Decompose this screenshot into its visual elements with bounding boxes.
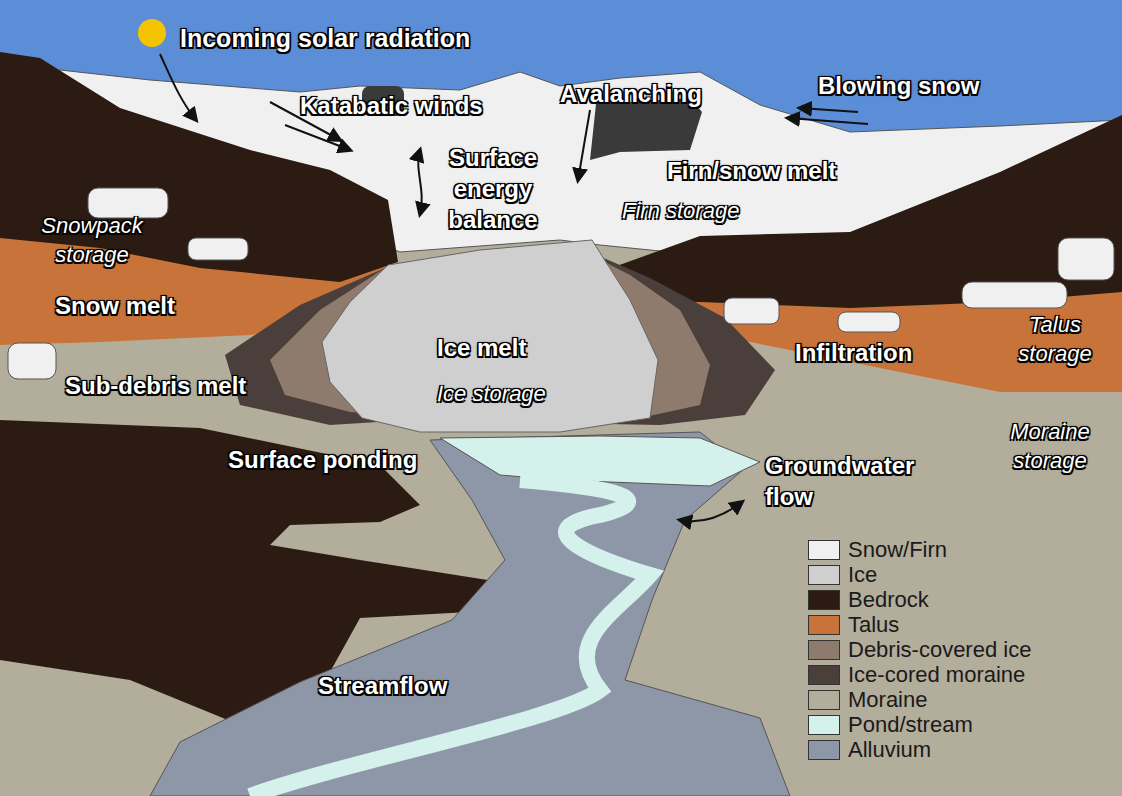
process-label: Snow melt [55, 290, 175, 321]
legend-text: Ice-cored moraine [848, 662, 1025, 688]
legend-swatch [808, 590, 840, 610]
legend-text: Alluvium [848, 737, 931, 763]
process-label: Firn storage [622, 197, 739, 226]
legend-swatch [808, 740, 840, 760]
process-label: Surface ponding [228, 444, 417, 475]
process-label: Katabatic winds [300, 90, 483, 121]
legend-row: Pond/stream [808, 712, 973, 738]
process-label: Talus storage [995, 311, 1115, 368]
process-label: Groundwater flow [765, 450, 915, 512]
legend-row: Moraine [808, 687, 927, 713]
legend-swatch [808, 540, 840, 560]
legend-text: Moraine [848, 687, 927, 713]
legend-swatch [808, 565, 840, 585]
legend-text: Snow/Firn [848, 537, 947, 563]
legend-row: Talus [808, 612, 899, 638]
legend-row: Ice [808, 562, 877, 588]
legend-swatch [808, 715, 840, 735]
process-label: Snowpack storage [12, 212, 172, 269]
process-label: Moraine storage [985, 418, 1115, 475]
legend-swatch [808, 665, 840, 685]
process-label: Ice storage [437, 380, 546, 409]
process-label: Ice melt [437, 332, 526, 363]
legend-swatch [808, 640, 840, 660]
process-label: Incoming solar radiation [180, 22, 470, 55]
legend-row: Alluvium [808, 737, 931, 763]
process-label: Avalanching [560, 78, 702, 109]
legend-text: Debris-covered ice [848, 637, 1031, 663]
legend-swatch [808, 615, 840, 635]
legend-text: Bedrock [848, 587, 929, 613]
legend-text: Talus [848, 612, 899, 638]
legend-row: Ice-cored moraine [808, 662, 1025, 688]
process-label: Infiltration [795, 337, 912, 368]
legend-text: Pond/stream [848, 712, 973, 738]
process-label: Streamflow [318, 670, 447, 701]
legend-swatch [808, 690, 840, 710]
process-label: Surface energy balance [428, 142, 558, 236]
legend-row: Bedrock [808, 587, 929, 613]
legend-row: Snow/Firn [808, 537, 947, 563]
process-label: Blowing snow [818, 70, 979, 101]
process-label: Sub-debris melt [65, 370, 246, 401]
legend-text: Ice [848, 562, 877, 588]
legend-row: Debris-covered ice [808, 637, 1031, 663]
process-label: Firn/snow melt [667, 155, 836, 186]
